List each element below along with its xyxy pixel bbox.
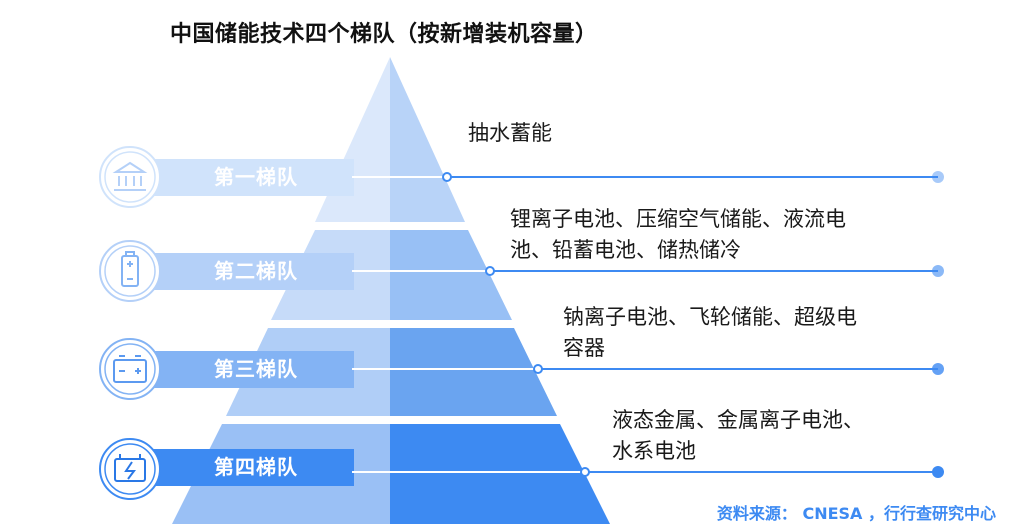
car-battery-icon (113, 355, 147, 383)
tier-2-label: 第二梯队 (214, 259, 298, 283)
tier-3-icon-circle (99, 338, 161, 400)
tier-2-tech-line-1: 锂离子电池、压缩空气储能、液流电 (510, 207, 846, 231)
tier-3-technologies: 钠离子电池、飞轮储能、超级电 容器 (563, 302, 857, 364)
tier-3-tech-line-1: 钠离子电池、飞轮储能、超级电 (563, 305, 857, 329)
battery-icon (121, 251, 139, 287)
tier-1-label: 第一梯队 (214, 165, 298, 189)
tier-1-label-bar (150, 159, 354, 196)
tier-3-tech-line-2: 容器 (563, 336, 605, 360)
tier-4-tech-line-2: 水系电池 (612, 439, 696, 463)
tier-4-label: 第四梯队 (214, 455, 298, 479)
tier-2-label-bar (150, 253, 354, 290)
tier-3-start-dot (533, 364, 543, 374)
tier-4-tech-line-1: 液态金属、金属离子电池、 (612, 408, 864, 432)
tier-3-label-bar (150, 351, 354, 388)
tier-2-start-dot (485, 266, 495, 276)
tier-1-start-dot (442, 172, 452, 182)
tier-3-label: 第三梯队 (214, 357, 298, 381)
pyramid-tier-1-left (315, 57, 390, 222)
tier-2-tech-line-2: 池、铅蓄电池、储热储冷 (510, 238, 741, 262)
pyramid-tier-3-right (390, 328, 557, 416)
tier-4-start-dot (580, 467, 590, 477)
tier-4-technologies: 液态金属、金属离子电池、 水系电池 (612, 405, 864, 467)
tier-1-tech-line-1: 抽水蓄能 (468, 121, 552, 145)
tier-1-icon-circle (99, 146, 161, 208)
pyramid-tier-1-right (390, 57, 465, 222)
tier-1-technologies: 抽水蓄能 (468, 118, 552, 149)
tier-3-end-dot (932, 363, 944, 375)
source-note: 资料来源： CNESA ，行行查研究中心 (716, 504, 996, 523)
pyramid-tier-2-right (390, 230, 512, 320)
tier-2-end-dot (932, 265, 944, 277)
bank-icon (112, 161, 148, 191)
charging-battery-icon (114, 454, 146, 482)
tier-1-end-dot (932, 171, 944, 183)
tier-4-label-bar (150, 449, 354, 486)
diagram-title: 中国储能技术四个梯队（按新增装机容量） (170, 22, 598, 47)
connector-lines (352, 171, 944, 478)
tier-4-end-dot (932, 466, 944, 478)
tier-2-icon-circle (99, 240, 161, 302)
tier-4-icon-circle (99, 438, 161, 500)
pyramid-tier-4-right (390, 424, 610, 524)
tier-2-technologies: 锂离子电池、压缩空气储能、液流电 池、铅蓄电池、储热储冷 (510, 204, 846, 266)
